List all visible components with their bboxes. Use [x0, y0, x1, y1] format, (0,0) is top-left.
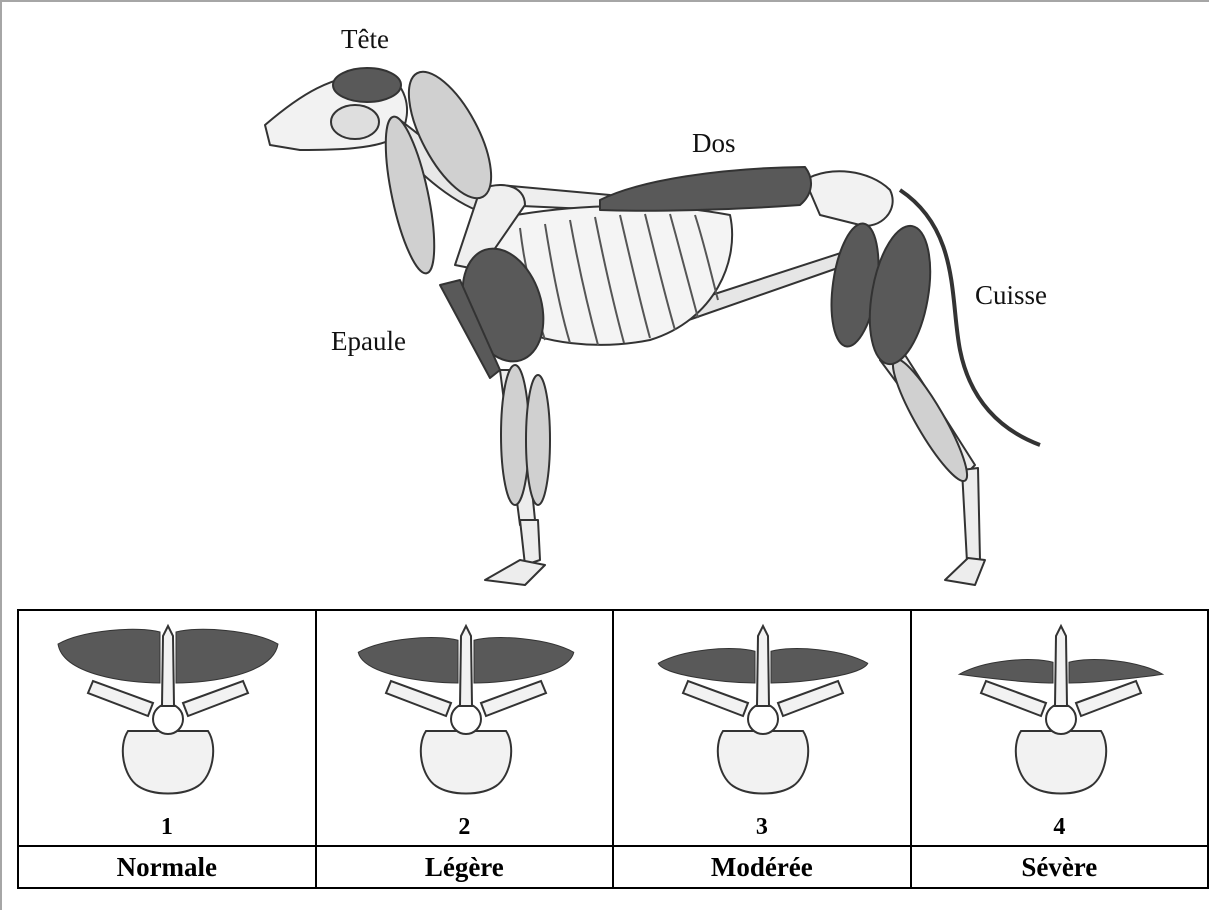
grade-name-row: Normale Légère Modérée Sévère	[18, 846, 1208, 888]
label-cuisse: Cuisse	[975, 280, 1047, 311]
spinal-canal	[153, 704, 183, 734]
transverse-process-right	[1076, 681, 1141, 716]
epaxial-muscle-right	[176, 629, 278, 683]
grade-name-2: Légère	[316, 846, 613, 888]
vertebral-body	[123, 731, 213, 794]
back-muscle	[600, 167, 811, 211]
transverse-process-left	[981, 681, 1046, 716]
spinal-canal	[451, 704, 481, 734]
epaxial-muscle-left	[658, 649, 755, 683]
grade-cell-1: 1	[18, 610, 316, 846]
grade-number: 2	[317, 814, 612, 841]
epaxial-muscle-left	[358, 638, 458, 683]
transverse-process-right	[778, 681, 843, 716]
epaxial-muscle-left	[959, 660, 1053, 683]
grade-name-4: Sévère	[911, 846, 1208, 888]
transverse-process-left	[386, 681, 451, 716]
grade-cell-3: 3	[613, 610, 911, 846]
grade-cell-2: 2	[316, 610, 613, 846]
vertebral-body	[1015, 731, 1105, 794]
transverse-process-left	[683, 681, 748, 716]
head-muscle	[333, 68, 401, 102]
epaxial-muscle-right	[1069, 660, 1163, 683]
muscle-condition-grade-table: 1 2 3 4 Normale Légère Modérée Sévère	[17, 609, 1209, 889]
vertebral-body	[420, 731, 510, 794]
epaxial-muscle-right	[474, 638, 574, 683]
spinous-process	[757, 626, 769, 706]
vertebra-illustration-2	[317, 611, 615, 845]
grade-name-1: Normale	[18, 846, 316, 888]
transverse-process-right	[481, 681, 546, 716]
epaxial-muscle-right	[771, 649, 868, 683]
grade-number: 3	[614, 814, 910, 841]
spinal-canal	[1046, 704, 1076, 734]
grade-number: 1	[19, 814, 315, 841]
vertebra-illustration-1	[19, 611, 317, 845]
vertebral-body	[718, 731, 808, 794]
epaxial-muscle-left	[58, 629, 160, 683]
vertebra-illustration-3	[614, 611, 912, 845]
transverse-process-left	[88, 681, 153, 716]
grade-image-row: 1 2 3 4	[18, 610, 1208, 846]
label-tete: Tête	[341, 24, 389, 55]
grade-cell-4: 4	[911, 610, 1208, 846]
grade-number: 4	[912, 814, 1207, 841]
spinous-process	[460, 626, 472, 706]
vertebra-illustration-4	[912, 611, 1209, 845]
grade-name-3: Modérée	[613, 846, 911, 888]
label-dos: Dos	[692, 128, 736, 159]
transverse-process-right	[183, 681, 248, 716]
spinous-process	[1055, 626, 1067, 706]
spinal-canal	[748, 704, 778, 734]
spinous-process	[162, 626, 174, 706]
label-epaule: Epaule	[331, 326, 406, 357]
